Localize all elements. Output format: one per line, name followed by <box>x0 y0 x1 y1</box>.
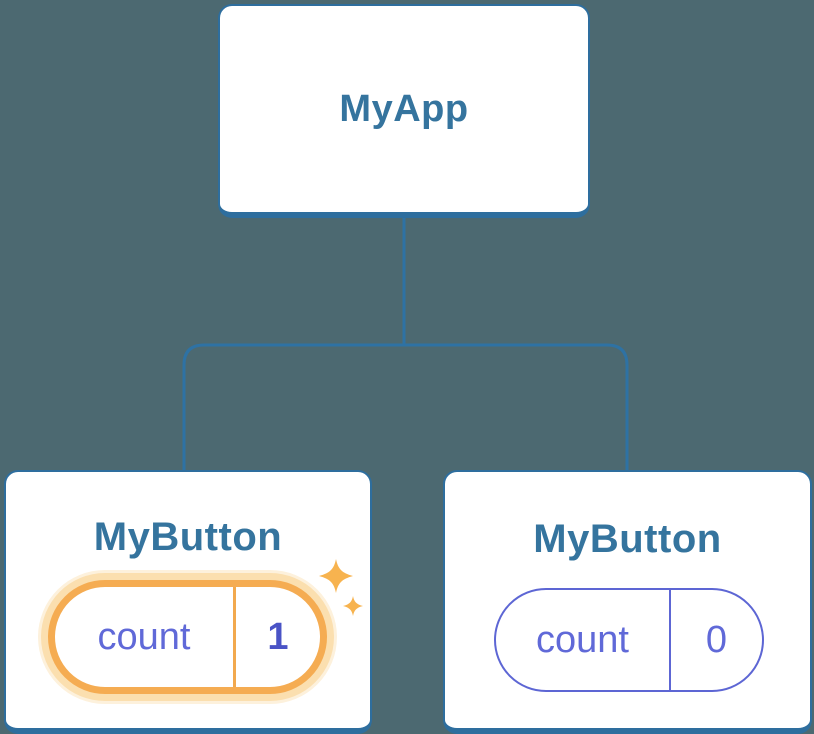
state-pill: count 0 <box>494 588 764 692</box>
sparkles-icon <box>319 559 363 616</box>
state-key-label: count <box>97 615 191 658</box>
pill-divider <box>669 590 671 690</box>
state-key-label: count <box>536 618 629 661</box>
state-value: 0 <box>705 618 728 661</box>
state-value: 1 <box>267 615 289 658</box>
state-pill-highlighted: count 1 <box>48 580 327 694</box>
node-mybutton-title: MyButton <box>93 515 283 559</box>
sparkle-small-icon <box>343 596 363 616</box>
sparkle-large-icon <box>319 559 353 593</box>
node-mybutton-plain: MyButton count 0 <box>443 470 812 734</box>
pill-divider <box>233 587 236 687</box>
node-mybutton-title: MyButton <box>533 517 722 561</box>
branch-line <box>182 343 629 473</box>
node-myapp: MyApp <box>218 4 590 218</box>
node-mybutton-highlighted: MyButton count 1 <box>4 470 372 734</box>
node-myapp-title: MyApp <box>339 87 469 130</box>
